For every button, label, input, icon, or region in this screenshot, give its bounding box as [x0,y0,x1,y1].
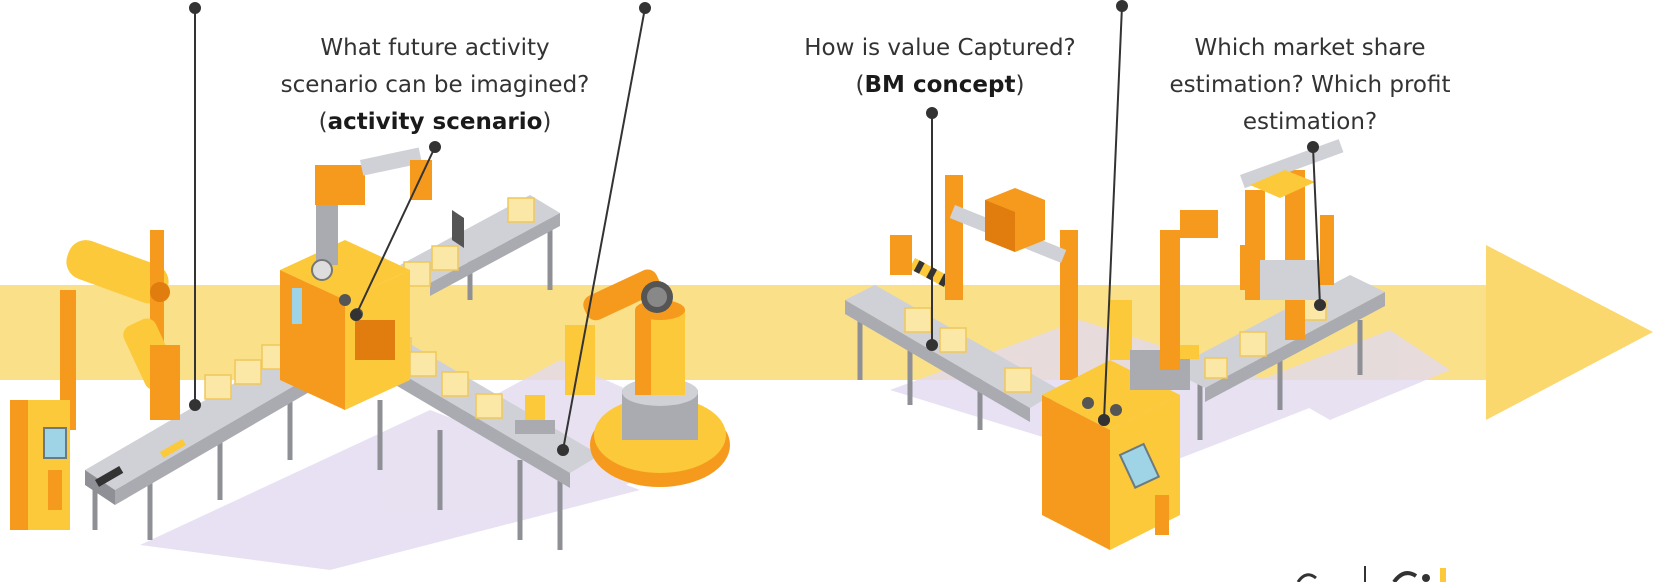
activity-concept-line: (activity scenario) [250,104,620,141]
bm-question-line-1: How is value Captured? [804,35,1076,61]
logo-mark [1296,566,1446,582]
close-paren: ) [1015,72,1025,98]
open-paren: ( [318,109,328,135]
close-paren: ) [542,109,552,135]
activity-question-line-1: What future activity [320,35,550,61]
market-question-line-2: estimation? Which profit [1169,72,1451,98]
activity-scenario-term: activity scenario [327,109,543,135]
progress-arrow-head [1486,245,1653,420]
market-question-line-3: estimation? [1242,109,1378,135]
activity-scenario-annotation: What future activity scenario can be ima… [250,30,620,141]
leader-lines [189,0,1326,456]
left-production-line [10,147,730,550]
bm-concept-term: BM concept [864,72,1016,98]
right-production-line [845,139,1385,550]
market-question-line-1: Which market share [1194,35,1426,61]
market-estimation-annotation: Which market share estimation? Which pro… [1140,30,1480,141]
bm-concept-annotation: How is value Captured? (BM concept) [760,30,1120,104]
activity-question-line-2: scenario can be imagined? [280,72,590,98]
bm-concept-line: (BM concept) [760,67,1120,104]
open-paren: ( [855,72,865,98]
